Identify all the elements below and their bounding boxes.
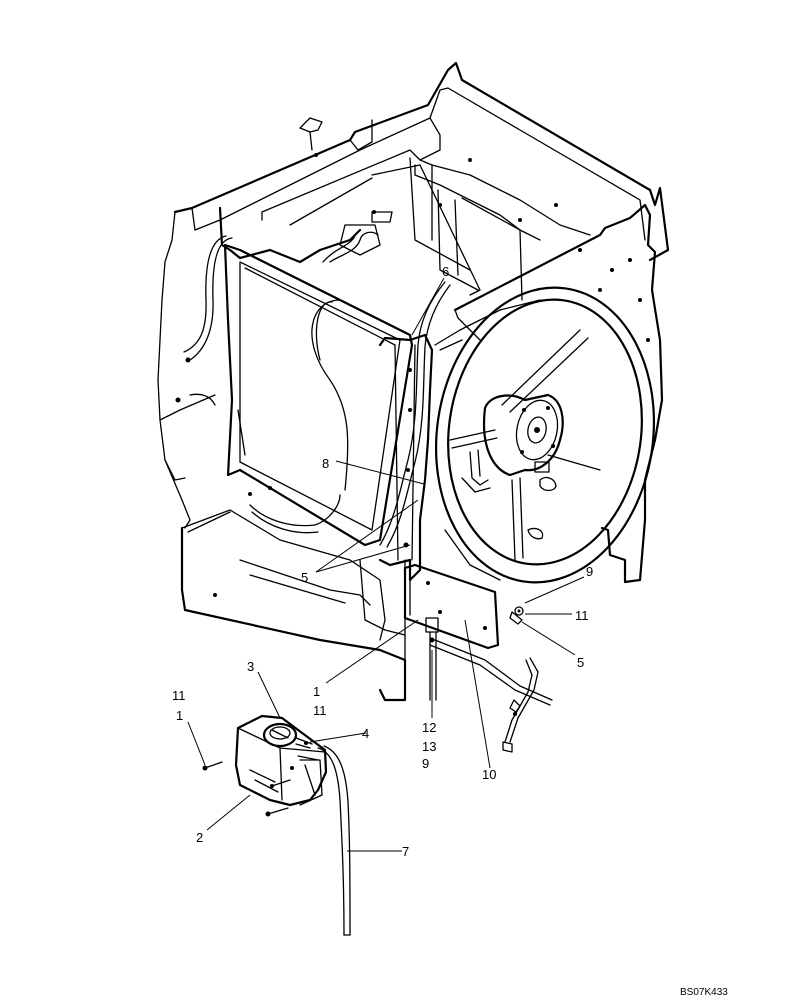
callout-labels: 6 8 5 9 11 5 3 11 1 1 11 4 12 13 9 10 2 … <box>172 264 593 859</box>
fan-shroud <box>434 286 656 584</box>
callout-2: 2 <box>196 830 203 845</box>
hose-6 <box>379 281 451 548</box>
callout-7: 7 <box>402 844 409 859</box>
overflow-hose <box>317 745 351 936</box>
main-frame <box>157 61 670 702</box>
callout-1: 1 <box>176 708 183 723</box>
callout-4: 4 <box>362 726 369 741</box>
callout-5: 5 <box>301 570 308 585</box>
callout-5: 5 <box>577 655 584 670</box>
callout-6: 6 <box>442 264 449 279</box>
drawing-id: BS07K433 <box>680 987 728 998</box>
coolant-reservoir <box>202 714 328 817</box>
leader-lines <box>187 277 585 852</box>
fan-motor <box>449 329 601 561</box>
bracket-plate <box>403 563 553 753</box>
callout-11: 11 <box>575 608 589 623</box>
callout-9: 9 <box>422 756 429 771</box>
callout-8: 8 <box>322 456 329 471</box>
radiator-core <box>183 211 414 547</box>
callout-11: 11 <box>313 703 327 718</box>
callout-9: 9 <box>586 564 593 579</box>
callout-12: 12 <box>422 720 436 735</box>
callout-13: 13 <box>422 739 436 754</box>
callout-10: 10 <box>482 767 496 782</box>
callout-3: 3 <box>247 659 254 674</box>
callout-11: 11 <box>172 688 186 703</box>
callout-1: 1 <box>313 684 320 699</box>
